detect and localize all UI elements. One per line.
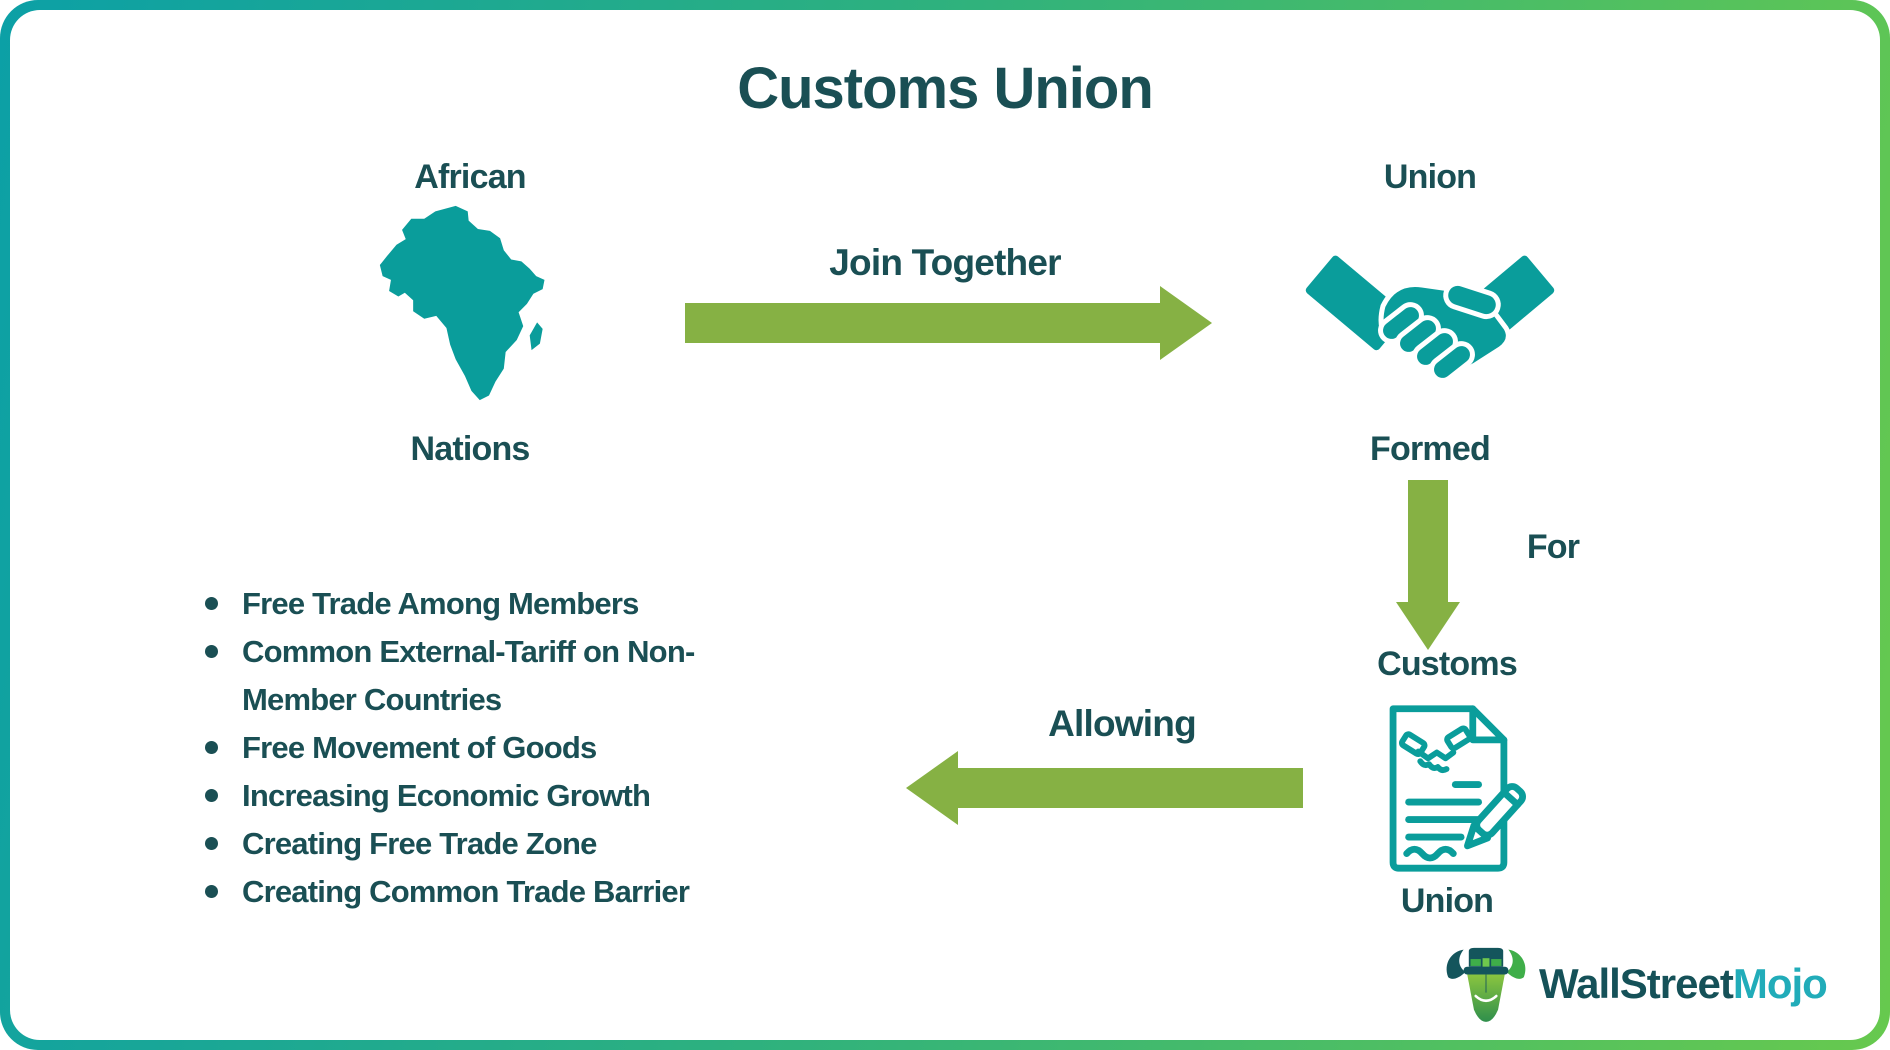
customs-union-bottom-label: Union	[1400, 882, 1494, 920]
allowing-arrow-head	[906, 751, 958, 825]
join-arrow	[685, 303, 1160, 343]
list-item: Common External-Tariff on Non-Member Cou…	[205, 628, 770, 724]
bull-mascot-icon	[1446, 947, 1526, 1022]
for-arrow-head	[1396, 602, 1460, 650]
join-together-label: Join Together	[829, 242, 1061, 283]
list-item: Free Trade Among Members	[205, 580, 770, 628]
agreement-document-icon	[1389, 705, 1526, 872]
for-label: For	[1526, 528, 1580, 566]
benefit-text: Increasing Economic Growth	[242, 778, 651, 813]
allowing-label: Allowing	[1048, 703, 1197, 744]
bullet-dot	[205, 837, 218, 850]
allowing-arrow	[958, 768, 1303, 808]
brand-text: WallStreetMojo	[1539, 960, 1828, 1008]
africa-map-icon	[379, 205, 545, 401]
brand-secondary: Mojo	[1732, 960, 1828, 1007]
join-arrow-head	[1160, 286, 1212, 360]
benefit-text: Free Movement of Goods	[242, 730, 597, 765]
list-item: Creating Common Trade Barrier	[205, 868, 770, 916]
formed-label: Formed	[1370, 430, 1491, 468]
union-label: Union	[1383, 158, 1477, 196]
for-arrow	[1408, 480, 1448, 602]
wallstreetmojo-logo: WallStreetMojo	[1443, 940, 1828, 1028]
page-title: Customs Union	[737, 56, 1154, 121]
nations-label: Nations	[410, 430, 530, 468]
brand-primary: WallStreet	[1539, 960, 1734, 1007]
benefit-text: Common External-Tariff on Non-Member Cou…	[242, 634, 695, 717]
bullet-dot	[205, 789, 218, 802]
handshake-icon	[1305, 255, 1555, 383]
benefit-text: Free Trade Among Members	[242, 586, 639, 621]
diagram-canvas	[10, 10, 1880, 1040]
benefit-text: Creating Free Trade Zone	[242, 826, 597, 861]
customs-label: Customs	[1377, 645, 1518, 683]
bullet-dot	[205, 885, 218, 898]
list-item: Free Movement of Goods	[205, 724, 770, 772]
benefit-text: Creating Common Trade Barrier	[242, 874, 690, 909]
benefits-list: Free Trade Among Members Common External…	[205, 580, 770, 916]
list-item: Creating Free Trade Zone	[205, 820, 770, 868]
bullet-dot	[205, 741, 218, 754]
bullet-dot	[205, 597, 218, 610]
bullet-dot	[205, 645, 218, 658]
list-item: Increasing Economic Growth	[205, 772, 770, 820]
african-label: African	[414, 158, 526, 196]
